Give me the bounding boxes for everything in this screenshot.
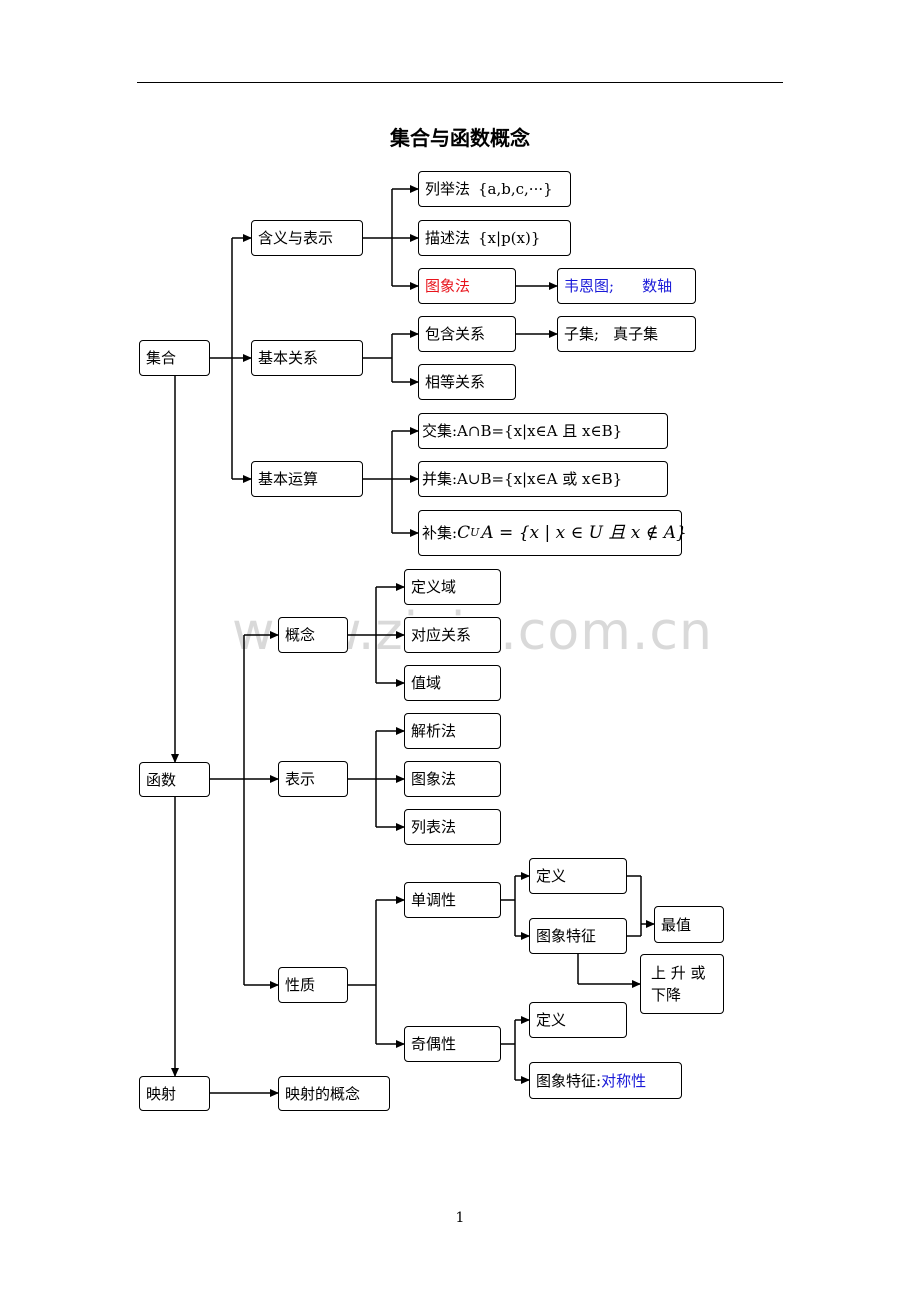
node-set-label: 集合 <box>146 349 177 367</box>
node-complement-formula: A = {x | x ∈ U 且 x ∉ A} <box>481 522 687 543</box>
node-equality: 相等关系 <box>418 364 516 400</box>
node-monotonicity: 单调性 <box>404 882 501 918</box>
node-table-method: 列表法 <box>404 809 501 845</box>
node-function: 函数 <box>139 762 210 797</box>
node-properties-label: 性质 <box>285 976 316 994</box>
header-rule <box>137 82 783 83</box>
node-properties: 性质 <box>278 967 348 1003</box>
node-parity-definition: 定义 <box>529 1002 627 1038</box>
node-monotonicity-graph-feature-label: 图象特征 <box>536 927 597 945</box>
node-monotonicity-label: 单调性 <box>411 891 457 909</box>
node-rise-fall-line1: 上 升 或 <box>651 964 706 982</box>
node-representation-label: 表示 <box>285 770 316 788</box>
node-enumeration-example: {a,b,c,···} <box>478 180 553 198</box>
node-range-label: 值域 <box>411 674 442 692</box>
node-subsets: 子集; 真子集 <box>557 316 696 352</box>
node-analytic: 解析法 <box>404 713 501 749</box>
node-enumeration-label: 列举法 <box>425 180 471 198</box>
node-basic-operations-label: 基本运算 <box>258 470 319 488</box>
node-analytic-label: 解析法 <box>411 722 457 740</box>
node-intersection-label: 交集:A∩B={x|x∈A 且 x∈B} <box>422 422 623 440</box>
node-inclusion-label: 包含关系 <box>425 325 486 343</box>
node-basic-relations-label: 基本关系 <box>258 349 319 367</box>
node-mapping-concept-label: 映射的概念 <box>285 1084 361 1103</box>
node-union-label: 并集:A∪B={x|x∈A 或 x∈B} <box>422 470 623 488</box>
node-enumeration: 列举法 {a,b,c,···} <box>418 171 571 207</box>
node-domain: 定义域 <box>404 569 501 605</box>
node-meaning-label: 含义与表示 <box>258 229 334 247</box>
node-graph-method: 图象法 <box>418 268 516 304</box>
node-range: 值域 <box>404 665 501 701</box>
node-mapping: 映射 <box>139 1076 210 1111</box>
node-parity-graph-feature: 图象特征:对称性 <box>529 1062 682 1099</box>
node-intersection: 交集:A∩B={x|x∈A 且 x∈B} <box>418 413 668 449</box>
node-graph-method-function-label: 图象法 <box>411 770 457 788</box>
node-inclusion: 包含关系 <box>418 316 516 352</box>
node-rise-fall-line2: 下降 <box>651 986 682 1004</box>
node-correspondence: 对应关系 <box>404 617 501 653</box>
node-table-method-label: 列表法 <box>411 818 457 836</box>
node-meaning-representation: 含义与表示 <box>251 220 363 256</box>
node-numberline-label: 数轴 <box>642 277 673 295</box>
node-monotonicity-graph-feature: 图象特征 <box>529 918 627 954</box>
node-description-label: 描述法 <box>425 229 471 247</box>
node-complement-operator: C <box>457 522 471 543</box>
node-symmetry-label: 对称性 <box>601 1071 647 1090</box>
page-title: 集合与函数概念 <box>390 126 530 150</box>
node-domain-label: 定义域 <box>411 578 457 596</box>
page-number: 1 <box>455 1210 465 1226</box>
node-rise-fall: 上 升 或下降 <box>640 954 724 1014</box>
node-concept: 概念 <box>278 617 348 653</box>
node-equality-label: 相等关系 <box>425 373 486 391</box>
node-parity-label: 奇偶性 <box>411 1035 457 1053</box>
node-parity-graph-feature-label: 图象特征: <box>536 1071 602 1090</box>
node-proper-subset-label: 真子集 <box>613 325 659 343</box>
node-description: 描述法 {x|p(x)} <box>418 220 571 256</box>
node-complement-subscript: U <box>470 526 480 540</box>
node-basic-operations: 基本运算 <box>251 461 363 497</box>
node-subset-label: 子集; <box>564 325 600 343</box>
node-mapping-concept: 映射的概念 <box>278 1076 390 1111</box>
node-description-example: {x|p(x)} <box>478 229 541 247</box>
node-concept-label: 概念 <box>285 626 316 644</box>
node-parity-definition-label: 定义 <box>536 1011 567 1029</box>
node-union: 并集:A∪B={x|x∈A 或 x∈B} <box>418 461 668 497</box>
node-function-label: 函数 <box>146 770 177 789</box>
node-representation: 表示 <box>278 761 348 797</box>
node-extremum-label: 最值 <box>661 915 692 934</box>
node-graph-method-function: 图象法 <box>404 761 501 797</box>
node-correspondence-label: 对应关系 <box>411 626 472 644</box>
node-complement-label: 补集: <box>422 524 458 542</box>
node-graph-method-label: 图象法 <box>425 277 471 295</box>
node-venn-label: 韦恩图; <box>564 277 615 295</box>
node-mapping-label: 映射 <box>146 1084 177 1103</box>
node-monotonicity-definition: 定义 <box>529 858 627 894</box>
node-set: 集合 <box>139 340 210 376</box>
node-basic-relations: 基本关系 <box>251 340 363 376</box>
node-venn-numberline: 韦恩图; 数轴 <box>557 268 696 304</box>
node-extremum: 最值 <box>654 906 724 943</box>
node-monotonicity-definition-label: 定义 <box>536 867 567 885</box>
node-parity: 奇偶性 <box>404 1026 501 1062</box>
